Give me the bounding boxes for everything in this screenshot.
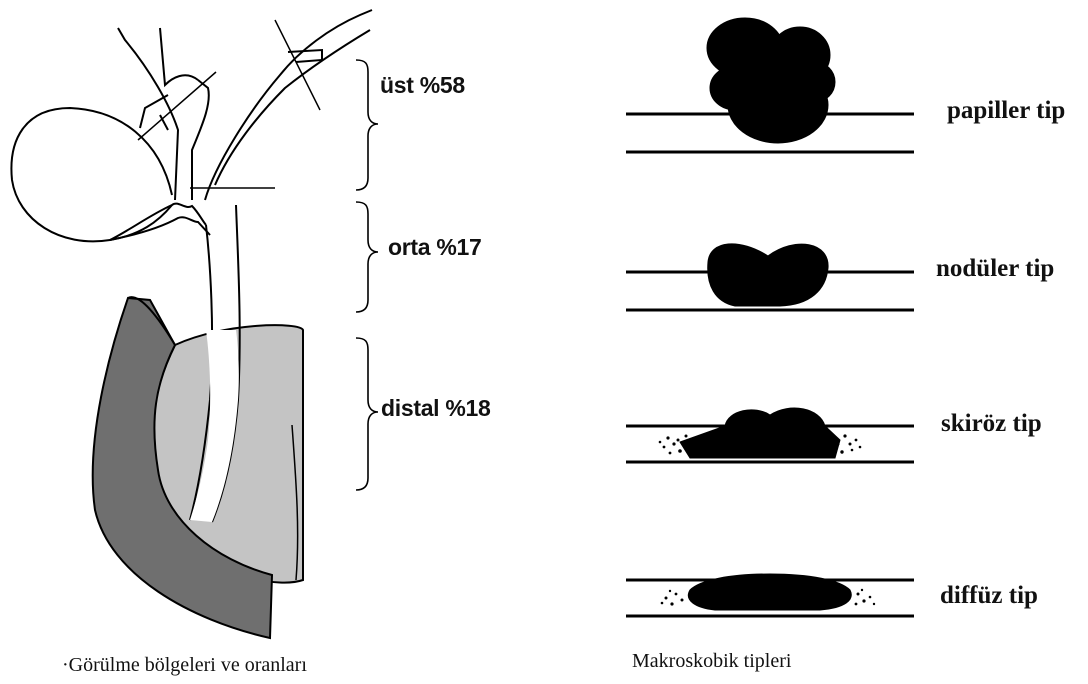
type-label-nodular: nodüler tip — [936, 255, 1054, 283]
right-hepatic-duct — [205, 10, 372, 200]
brace-distal — [356, 338, 378, 490]
gallbladder-shape — [11, 108, 172, 241]
biliary-anatomy-drawing — [11, 10, 372, 638]
macroscopic-types-drawing — [626, 18, 914, 616]
type-label-papillary: papiller tip — [947, 97, 1065, 125]
left-panel-caption: ·Görülme bölgeleri ve oranları — [62, 654, 307, 677]
right-panel-caption: Makroskobik tipleri — [632, 650, 791, 673]
diffuse-type-diagram — [626, 574, 914, 616]
diffuse-tumor-mass — [688, 574, 851, 610]
nodular-tumor-mass — [708, 244, 828, 306]
region-braces — [356, 60, 378, 490]
region-label-middle: orta %17 — [388, 234, 481, 261]
nodular-type-diagram — [626, 244, 914, 310]
scirrhous-tumor-mass — [680, 408, 840, 458]
papillary-tumor-mass — [707, 18, 835, 143]
brace-middle — [356, 202, 378, 312]
region-label-distal: distal %18 — [381, 395, 491, 422]
upper-division-line-right — [275, 20, 320, 110]
left-hepatic-branch — [140, 28, 198, 130]
scirrhous-type-diagram — [626, 408, 914, 462]
region-label-upper: üst %58 — [380, 72, 465, 99]
papillary-type-diagram — [626, 18, 914, 152]
type-label-scirrhous: skiröz tip — [941, 410, 1042, 438]
type-label-diffuse: diffüz tip — [940, 582, 1038, 610]
brace-upper — [356, 60, 378, 190]
